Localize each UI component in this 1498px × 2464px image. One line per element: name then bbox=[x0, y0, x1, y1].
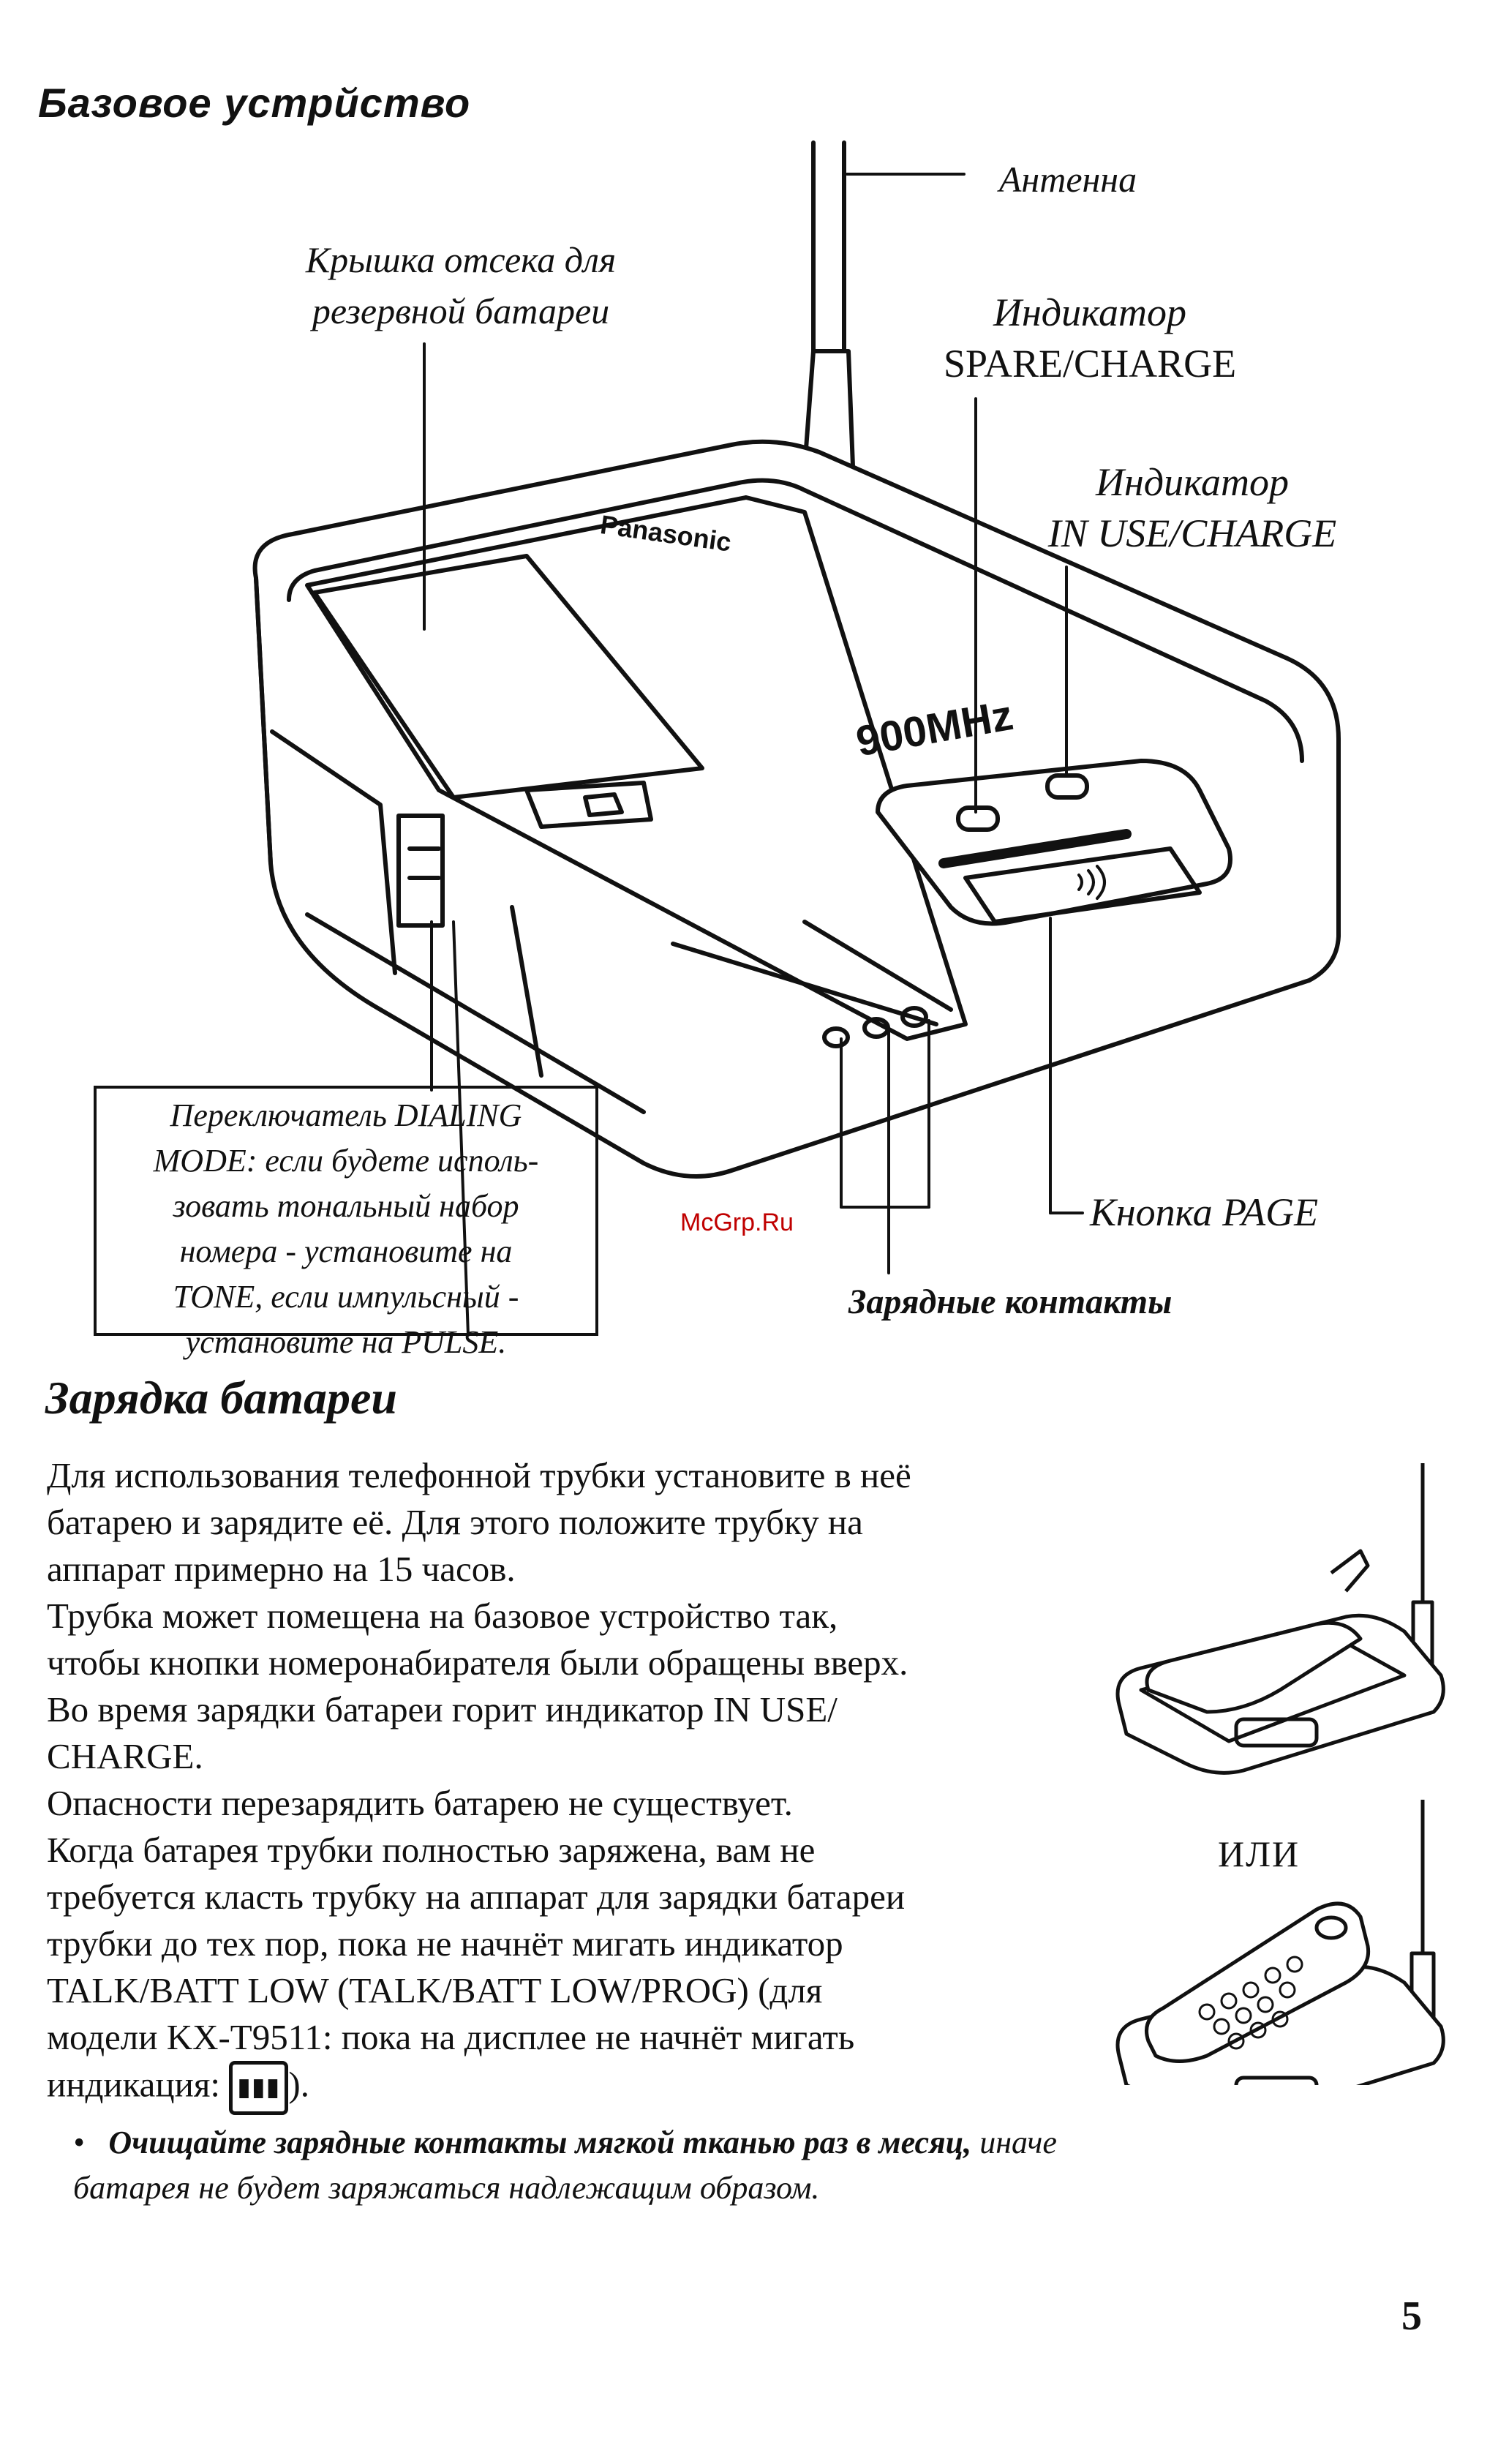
charging-heading: Зарядка батареи bbox=[45, 1372, 397, 1424]
charging-paragraph: Для использования телефонной трубки уста… bbox=[47, 1452, 1115, 2115]
handset-face-down-illustration bbox=[1115, 1463, 1445, 1775]
base-unit-diagram: Panasonic 900MHz bbox=[252, 140, 1341, 1337]
callout-leader-lines bbox=[423, 173, 1084, 1337]
watermark: McGrp.Ru bbox=[680, 1209, 794, 1236]
indicator-line: индикация: ▮▮▮). bbox=[47, 2061, 1115, 2115]
in-use-indicator-label: Индикатор IN USE/CHARGE bbox=[1047, 460, 1337, 555]
handset-face-up-illustration bbox=[1115, 1800, 1445, 2085]
handset-illustrations bbox=[1115, 1463, 1445, 2085]
page-number: 5 bbox=[1401, 2294, 1422, 2339]
cleaning-note: • Очищайте зарядные контакты мягкой ткан… bbox=[73, 2125, 1057, 2206]
or-label: ИЛИ bbox=[1218, 1833, 1301, 1874]
dialing-mode-note: Переключатель DIALING MODE: если будете … bbox=[94, 1086, 598, 1360]
spare-battery-cover-label: Крышка отсека для резервной батареи bbox=[305, 239, 617, 331]
antenna-label: Антенна bbox=[998, 159, 1137, 200]
battery-lcd-icon: ▮▮▮ bbox=[229, 2061, 289, 2115]
section-title: Базовое устрйство bbox=[38, 80, 471, 126]
charge-contacts-label: Зарядные контакты bbox=[848, 1282, 1173, 1321]
spare-indicator-label: Индикатор SPARE/CHARGE bbox=[943, 290, 1237, 386]
page-button-label: Кнопка PAGE bbox=[1090, 1190, 1319, 1234]
